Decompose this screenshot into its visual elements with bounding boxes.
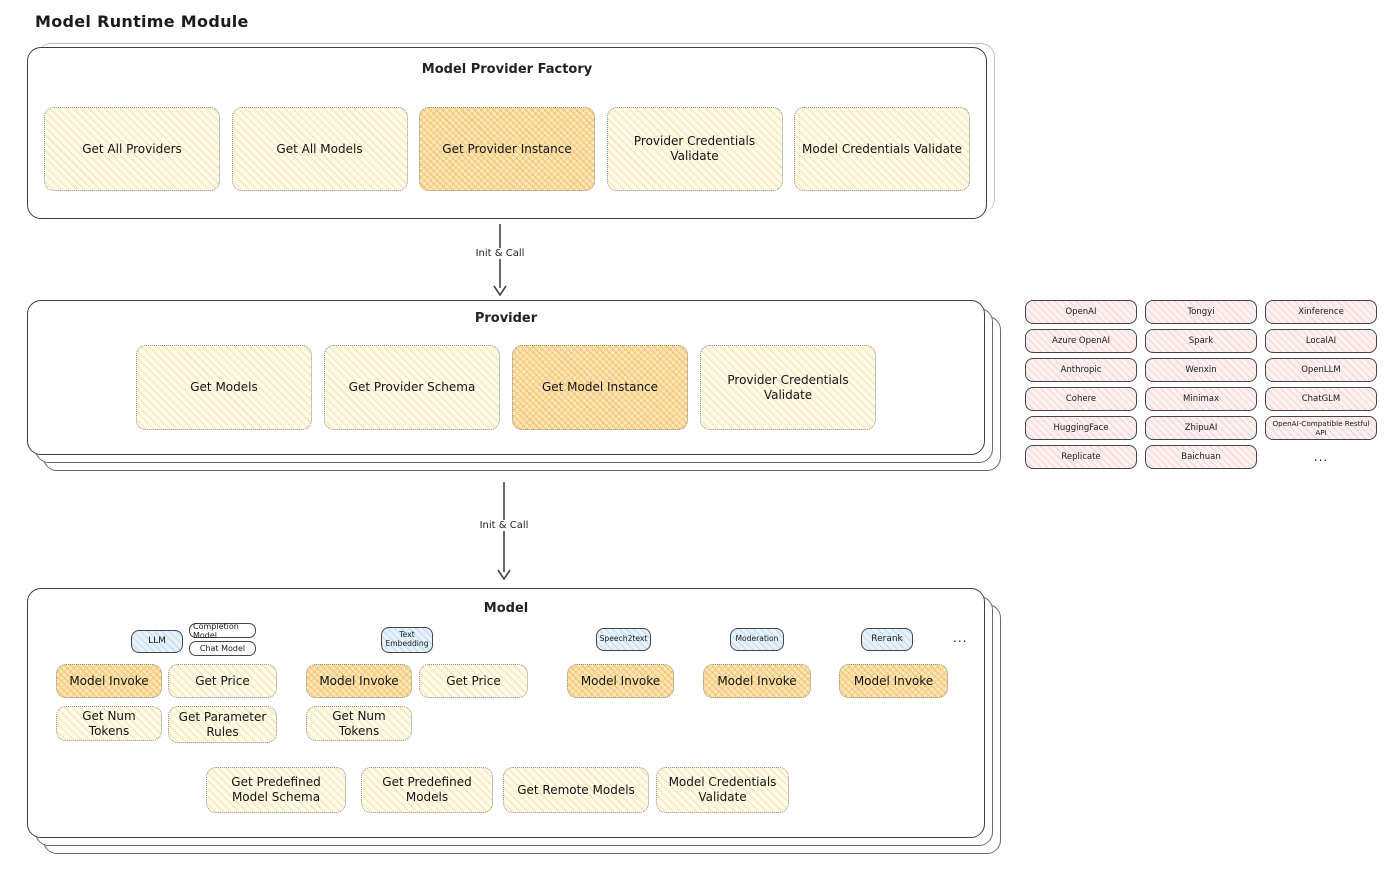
model-container: Model LLM Completion Model Chat Model Te… (27, 588, 985, 838)
provider-credentials-validate-box: Provider Credentials Validate (606, 107, 783, 191)
model-invoke-box-text-embedding: Model Invoke (306, 664, 412, 698)
provider-chip-cohere: Cohere (1025, 387, 1137, 411)
provider-chip-localai: LocalAI (1265, 329, 1377, 353)
provider-chip-replicate: Replicate (1025, 445, 1137, 469)
tag-llm: LLM (131, 630, 183, 653)
get-all-providers-box: Get All Providers (44, 107, 220, 191)
model-invoke-box-llm: Model Invoke (56, 664, 162, 698)
get-price-box-llm: Get Price (168, 664, 277, 698)
provider-chip-zhipuai: ZhipuAI (1145, 416, 1257, 440)
provider-chip-anthropic: Anthropic (1025, 358, 1137, 382)
factory-title: Model Provider Factory (421, 62, 593, 77)
provider-chip-baichuan: Baichuan (1145, 445, 1257, 469)
model-invoke-box-rerank: Model Invoke (839, 664, 948, 698)
provider-credentials-validate-box: Provider Credentials Validate (700, 345, 876, 430)
tag-moderation: Moderation (730, 628, 784, 651)
tag-completion-model: Completion Model (189, 622, 256, 640)
provider-chip-openllm: OpenLLM (1265, 358, 1377, 382)
provider-chip-openai: OpenAI (1025, 300, 1137, 324)
tag-rerank: Rerank (861, 628, 913, 651)
get-provider-schema-box: Get Provider Schema (324, 345, 500, 430)
provider-chip-xinference: Xinference (1265, 300, 1377, 324)
provider-chip-spark: Spark (1145, 329, 1257, 353)
init-call-arrow-2: Init & Call (475, 482, 533, 580)
model-title: Model (483, 601, 529, 616)
provider-box-row: Get Models Get Provider Schema Get Model… (28, 345, 984, 430)
model-credentials-validate-box: Model Credentials Validate (656, 767, 789, 813)
model-invoke-box-moderation: Model Invoke (703, 664, 811, 698)
more-providers-ellipsis: ... (1313, 450, 1329, 464)
provider-chip-wenxin: Wenxin (1145, 358, 1257, 382)
provider-chip-minimax: Minimax (1145, 387, 1257, 411)
get-models-box: Get Models (136, 345, 312, 430)
more-tags-ellipsis: ... (953, 631, 968, 645)
get-num-tokens-box-text-embedding: Get Num Tokens (306, 706, 412, 741)
tag-chat-model: Chat Model (189, 641, 256, 656)
get-remote-models-box: Get Remote Models (503, 767, 649, 813)
down-arrow-icon (497, 482, 511, 580)
factory-box-row: Get All Providers Get All Models Get Pro… (28, 107, 986, 191)
tag-text-embedding: Text Embedding (381, 627, 433, 653)
provider-container: Provider Get Models Get Provider Schema … (27, 300, 985, 455)
get-price-box-text-embedding: Get Price (419, 664, 528, 698)
init-call-label: Init & Call (475, 520, 533, 531)
init-call-label: Init & Call (471, 248, 529, 259)
provider-chip-azure-openai: Azure OpenAI (1025, 329, 1137, 353)
get-all-models-box: Get All Models (231, 107, 408, 191)
factory-sketch-shadow (37, 43, 995, 213)
init-call-arrow-1: Init & Call (471, 224, 529, 296)
model-invoke-box-speech2text: Model Invoke (567, 664, 674, 698)
tag-speech2text: Speech2text (596, 628, 651, 651)
provider-chip-openai-compatible: OpenAI-Compatible Restful API (1265, 416, 1377, 440)
page-title: Model Runtime Module (35, 12, 249, 31)
get-num-tokens-box-llm: Get Num Tokens (56, 706, 162, 741)
model-provider-factory-container: Model Provider Factory Get All Providers… (27, 47, 987, 219)
provider-chip-chatglm: ChatGLM (1265, 387, 1377, 411)
provider-title: Provider (474, 311, 538, 326)
get-predefined-models-box: Get Predefined Models (361, 767, 493, 813)
model-credentials-validate-box: Model Credentials Validate (794, 107, 970, 191)
provider-chip-tongyi: Tongyi (1145, 300, 1257, 324)
provider-chip-huggingface: HuggingFace (1025, 416, 1137, 440)
down-arrow-icon (493, 224, 507, 296)
get-model-instance-box: Get Model Instance (512, 345, 688, 430)
get-predefined-model-schema-box: Get Predefined Model Schema (206, 767, 346, 813)
provider-list: OpenAI Tongyi Xinference Azure OpenAI Sp… (1025, 300, 1377, 469)
get-parameter-rules-box: Get Parameter Rules (168, 706, 277, 743)
get-provider-instance-box: Get Provider Instance (419, 107, 595, 191)
